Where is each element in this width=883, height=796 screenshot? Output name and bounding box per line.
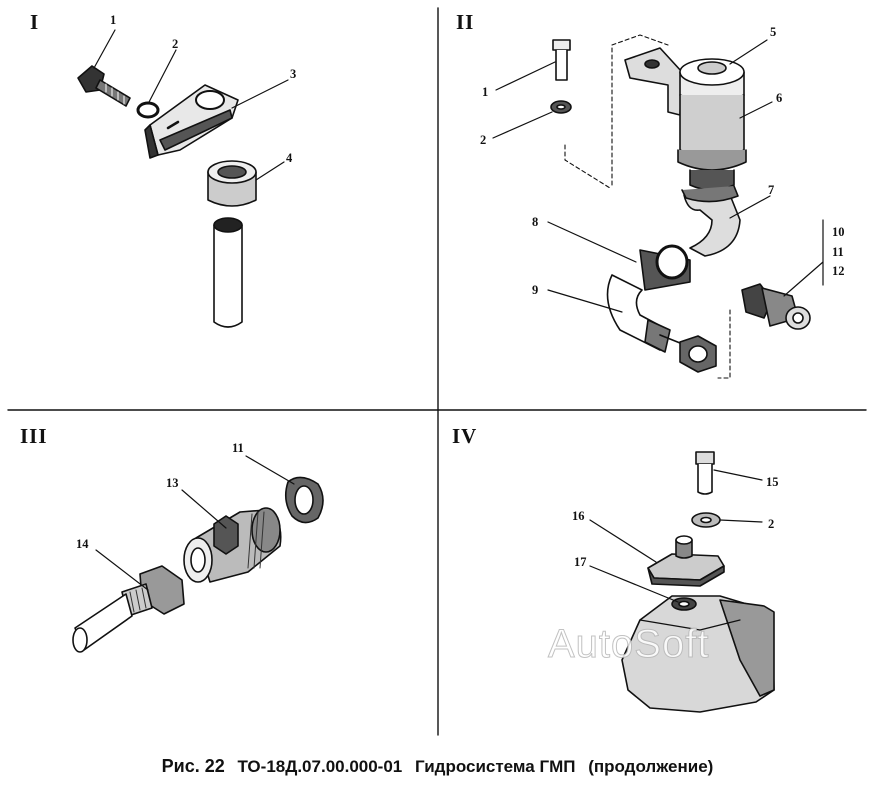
callout-q1-1: 1 xyxy=(110,13,116,27)
callout-q2-8: 8 xyxy=(532,215,538,229)
callout-q1-4: 4 xyxy=(286,151,293,165)
callout-q2-10: 10 xyxy=(832,225,845,239)
document-code: ТО-18Д.07.00.000-01 xyxy=(237,757,403,776)
callout-q2-1: 1 xyxy=(482,85,488,99)
q4-flange xyxy=(647,535,725,587)
q1-washer xyxy=(136,101,160,119)
callout-q3-14: 14 xyxy=(76,537,89,551)
callout-q2-12: 12 xyxy=(832,264,845,278)
callout-q2-9: 9 xyxy=(532,283,538,297)
callout-q2-6: 6 xyxy=(776,91,782,105)
q4-housing xyxy=(621,595,775,713)
quadrant-label-iv: IV xyxy=(452,424,478,448)
callout-q2-5: 5 xyxy=(770,25,776,39)
callout-q2-7: 7 xyxy=(768,183,774,197)
q2-elbow xyxy=(681,185,741,257)
callout-q3-13: 13 xyxy=(166,476,179,490)
q2-filter-cap xyxy=(679,58,745,103)
q2-washer xyxy=(550,100,572,114)
q3-fitting xyxy=(183,507,282,583)
callout-q4-2: 2 xyxy=(768,517,774,531)
callout-q1-2: 2 xyxy=(172,37,178,51)
q2-nut xyxy=(679,335,717,373)
figure-title-suffix: (продолжение) xyxy=(588,757,714,776)
callout-q1-3: 3 xyxy=(290,67,296,81)
q3-gasket xyxy=(284,476,324,524)
q1-pin xyxy=(213,217,243,328)
q3-sensor xyxy=(72,565,185,653)
q1-clamp xyxy=(144,84,239,159)
q2-adapter xyxy=(741,283,811,330)
callout-q2-11: 11 xyxy=(832,245,844,259)
q2-hose xyxy=(606,244,691,353)
q4-washer xyxy=(691,512,721,528)
q4-bolt xyxy=(695,451,715,495)
diagram-drawing: 1 2 3 4 1 2 5 6 7 8 9 10 11 12 11 13 14 … xyxy=(7,7,867,736)
q2-bolt xyxy=(552,39,571,81)
callout-q4-17: 17 xyxy=(574,555,587,569)
watermark: AutoSoft xyxy=(547,622,710,667)
callout-q3-11: 11 xyxy=(232,441,244,455)
quadrant-label-ii: II xyxy=(456,10,475,34)
callout-q2-2: 2 xyxy=(480,133,486,147)
quadrant-label-i: I xyxy=(30,10,40,34)
q2-bracket xyxy=(624,47,683,116)
figure-caption: Рис. 22 ТО-18Д.07.00.000-01 Гидросистема… xyxy=(0,756,883,777)
q1-bolt xyxy=(77,65,131,107)
figure-title: Гидросистема ГМП xyxy=(415,757,576,776)
callout-q4-15: 15 xyxy=(766,475,779,489)
callout-q4-16: 16 xyxy=(572,509,585,523)
figure-number: Рис. 22 xyxy=(161,756,225,776)
quadrant-label-iii: III xyxy=(20,424,48,448)
q2-filter-body xyxy=(677,94,747,191)
q1-bushing xyxy=(207,160,257,207)
